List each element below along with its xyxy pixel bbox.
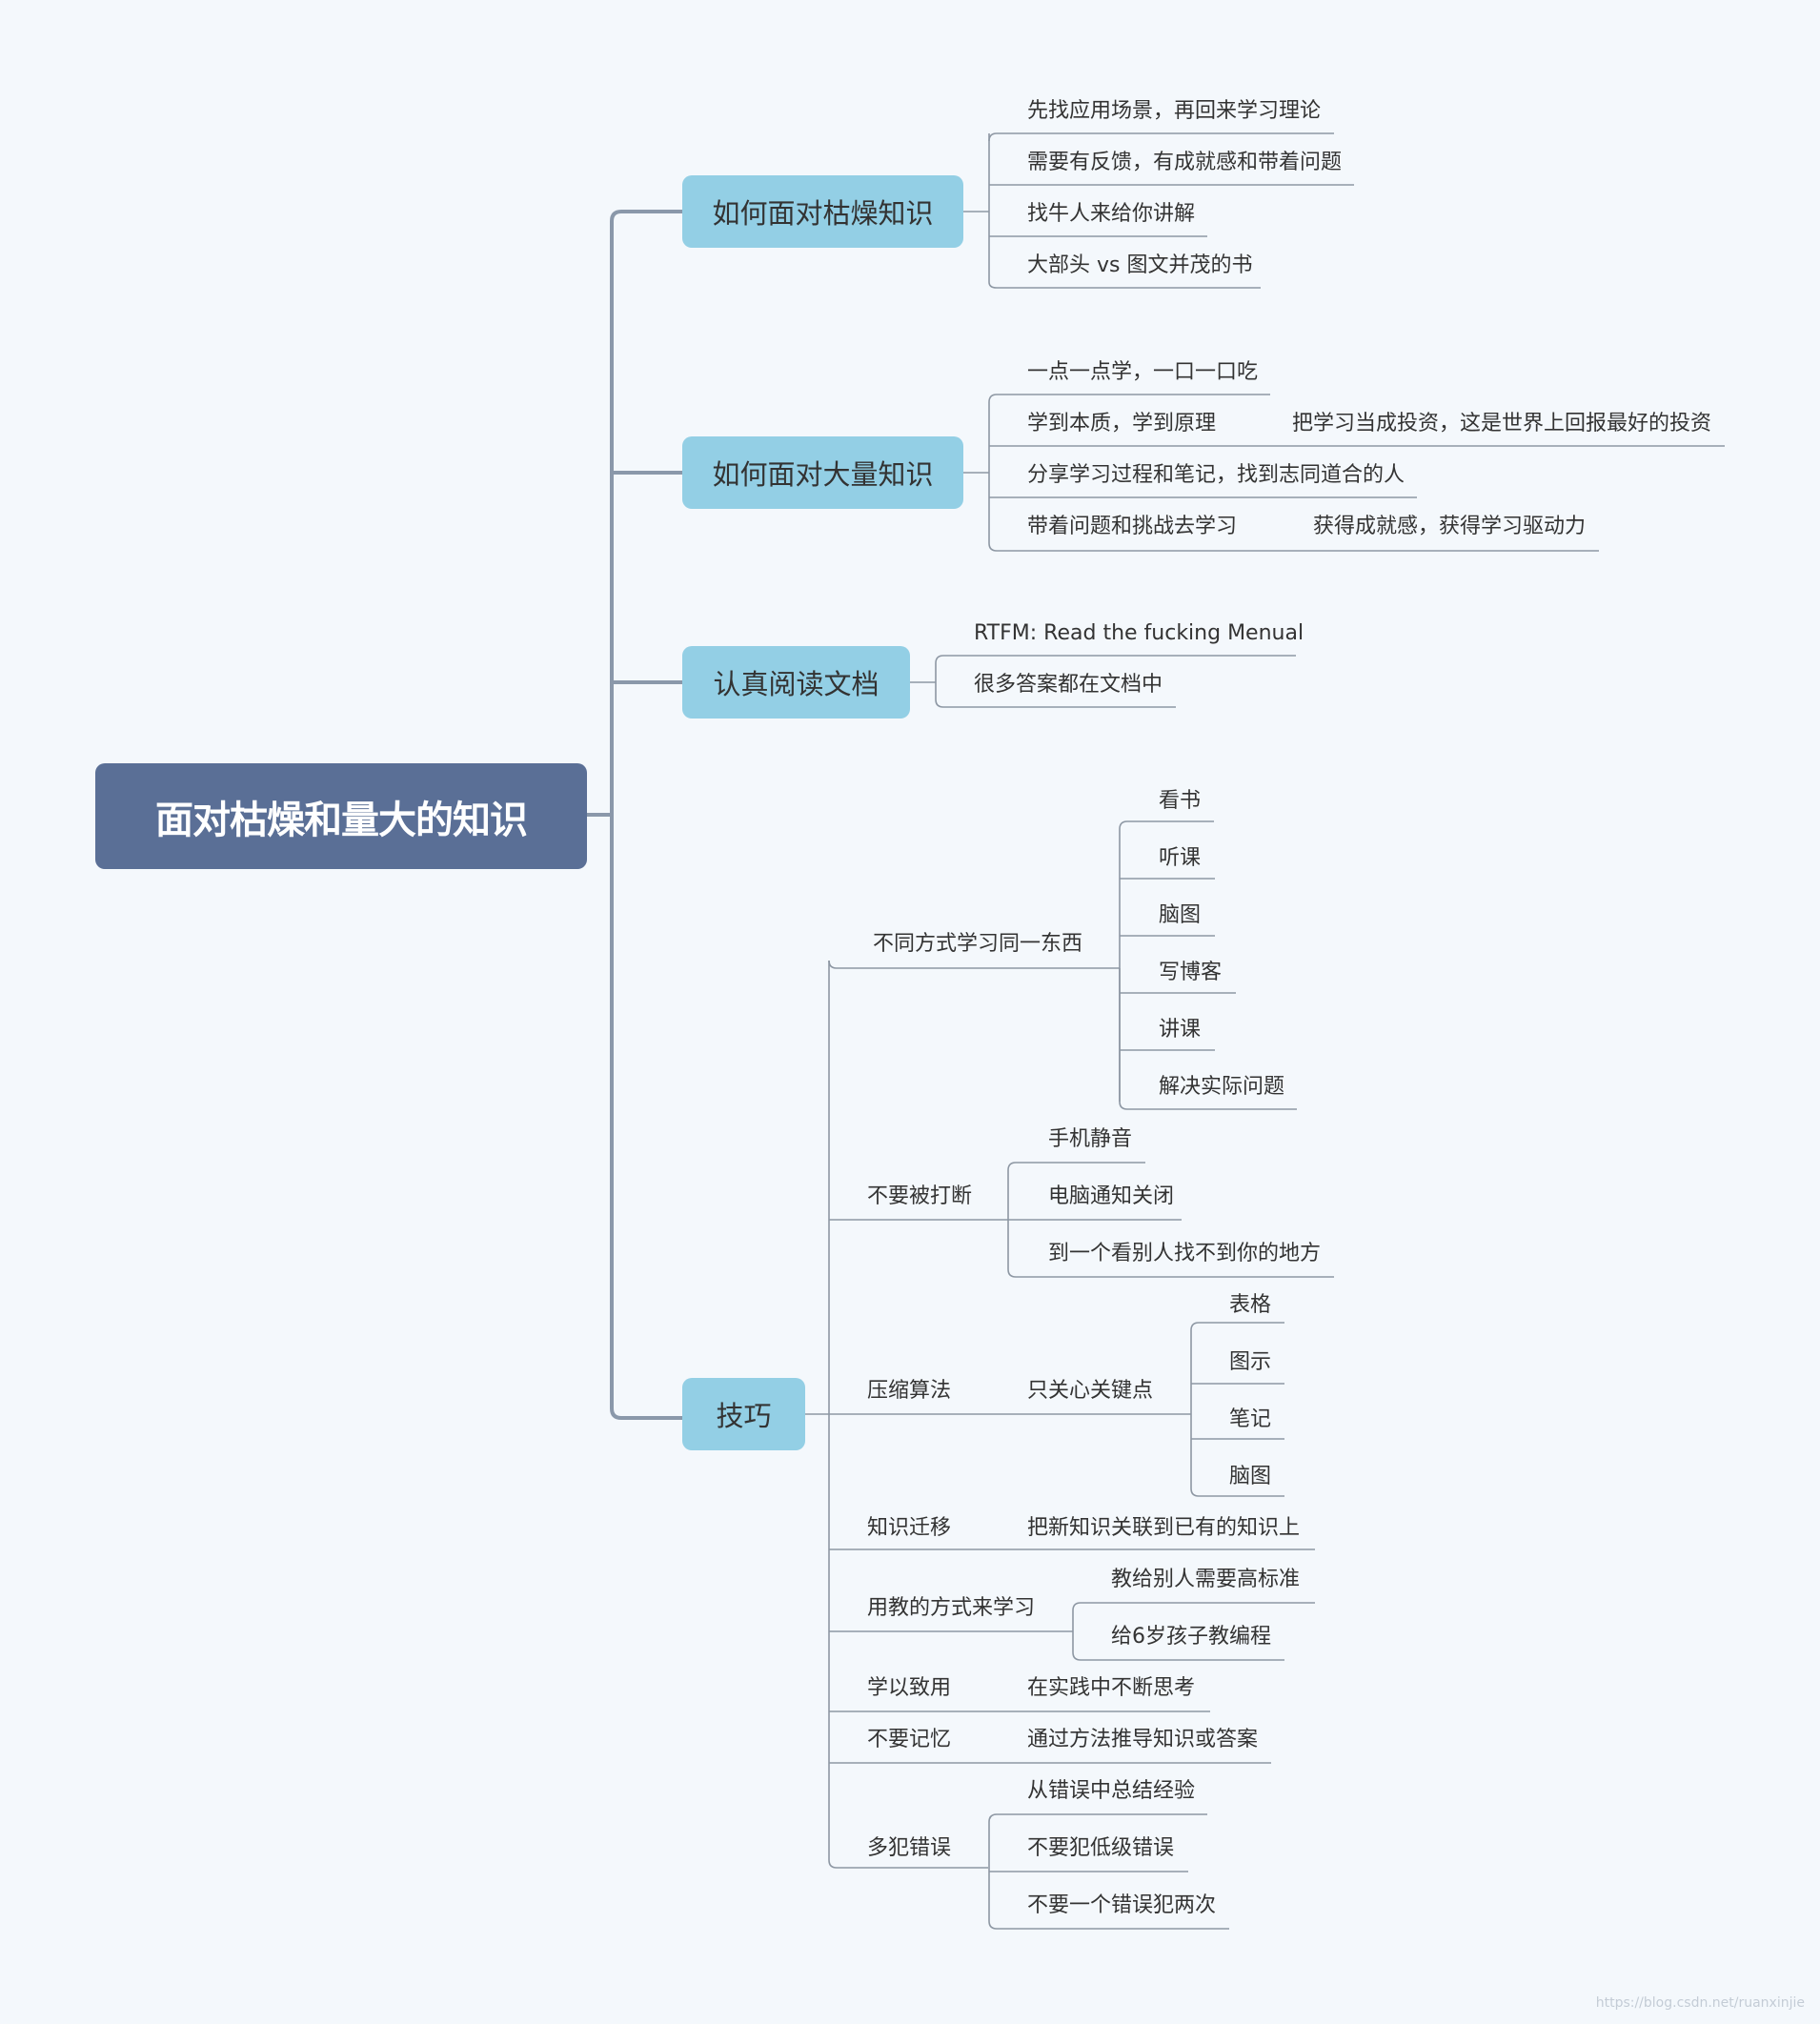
main-connectors: [587, 210, 682, 1420]
leaf-t3-2[interactable]: 图示: [1229, 1350, 1272, 1374]
leaf-t3-1[interactable]: 表格: [1229, 1293, 1272, 1317]
leaf-t1-2[interactable]: 听课: [1159, 846, 1202, 870]
leaf-t1-5[interactable]: 讲课: [1159, 1018, 1202, 1042]
topic-tips[interactable]: 技巧: [682, 1378, 805, 1450]
leaf-b2-1[interactable]: 一点一点学，一口一口吃: [1027, 360, 1259, 384]
leaf-t3-4[interactable]: 脑图: [1229, 1465, 1272, 1488]
leaf-b2-4[interactable]: 带着问题和挑战去学习: [1027, 515, 1238, 538]
tip-make-mistakes[interactable]: 多犯错误: [867, 1836, 952, 1860]
leaf-t3-3[interactable]: 笔记: [1229, 1407, 1272, 1431]
topic-large-knowledge[interactable]: 如何面对大量知识: [682, 436, 963, 509]
leaf-t2-2[interactable]: 电脑通知关闭: [1048, 1184, 1175, 1208]
leaf-t1-1[interactable]: 看书: [1159, 789, 1202, 813]
tip-learn-by-teaching[interactable]: 用教的方式来学习: [867, 1596, 1036, 1620]
leaf-t8-2[interactable]: 不要犯低级错误: [1027, 1836, 1175, 1860]
leaf-b1-3[interactable]: 找牛人来给你讲解: [1027, 202, 1196, 226]
leaf-t5-2[interactable]: 给6岁孩子教编程: [1111, 1625, 1271, 1649]
leaf-b2-4-sub[interactable]: 获得成就感，获得学习驱动力: [1313, 515, 1587, 538]
tip-apply-learning[interactable]: 学以致用: [867, 1676, 952, 1700]
leaf-b2-2[interactable]: 学到本质，学到原理: [1027, 412, 1217, 435]
tip-compression[interactable]: 压缩算法: [867, 1379, 952, 1403]
leaf-t1-6[interactable]: 解决实际问题: [1159, 1075, 1285, 1099]
leaf-b2-2-sub[interactable]: 把学习当成投资，这是世界上回报最好的投资: [1292, 412, 1712, 435]
leaf-t8-1[interactable]: 从错误中总结经验: [1027, 1779, 1196, 1803]
leaf-b1-1[interactable]: 先找应用场景，再回来学习理论: [1027, 99, 1322, 123]
leaf-t1-4[interactable]: 写博客: [1159, 961, 1223, 984]
leaf-b2-3[interactable]: 分享学习过程和笔记，找到志同道合的人: [1027, 463, 1405, 487]
watermark: https://blog.csdn.net/ruanxinjie: [1595, 1995, 1805, 2011]
tip-apply-learning-sub[interactable]: 在实践中不断思考: [1027, 1676, 1196, 1700]
leaf-t5-1[interactable]: 教给别人需要高标准: [1111, 1568, 1301, 1591]
leaf-t2-1[interactable]: 手机静音: [1048, 1127, 1133, 1151]
tip-compression-sub[interactable]: 只关心关键点: [1027, 1379, 1154, 1403]
tip-multi-way-learning[interactable]: 不同方式学习同一东西: [873, 932, 1083, 956]
topic-boring-knowledge[interactable]: 如何面对枯燥知识: [682, 175, 963, 248]
topic-read-docs[interactable]: 认真阅读文档: [682, 646, 910, 719]
leaf-t1-3[interactable]: 脑图: [1159, 903, 1202, 927]
tip-no-interruption[interactable]: 不要被打断: [867, 1184, 973, 1208]
tip-knowledge-transfer-sub[interactable]: 把新知识关联到已有的知识上: [1027, 1516, 1301, 1540]
root-topic[interactable]: 面对枯燥和量大的知识: [95, 763, 587, 869]
tip-no-memorization-sub[interactable]: 通过方法推导知识或答案: [1027, 1728, 1259, 1751]
leaf-b1-4[interactable]: 大部头 vs 图文并茂的书: [1027, 253, 1253, 277]
leaf-b1-2[interactable]: 需要有反馈，有成就感和带着问题: [1027, 151, 1343, 174]
leaf-connectors: [805, 132, 1725, 1930]
leaf-t2-3[interactable]: 到一个看别人找不到你的地方: [1048, 1242, 1322, 1265]
leaf-t8-3[interactable]: 不要一个错误犯两次: [1027, 1893, 1217, 1917]
leaf-b3-2[interactable]: 很多答案都在文档中: [974, 673, 1163, 697]
tip-knowledge-transfer[interactable]: 知识迁移: [867, 1516, 952, 1540]
leaf-b3-1[interactable]: RTFM: Read the fucking Menual: [974, 621, 1304, 645]
tip-no-memorization[interactable]: 不要记忆: [867, 1728, 952, 1751]
